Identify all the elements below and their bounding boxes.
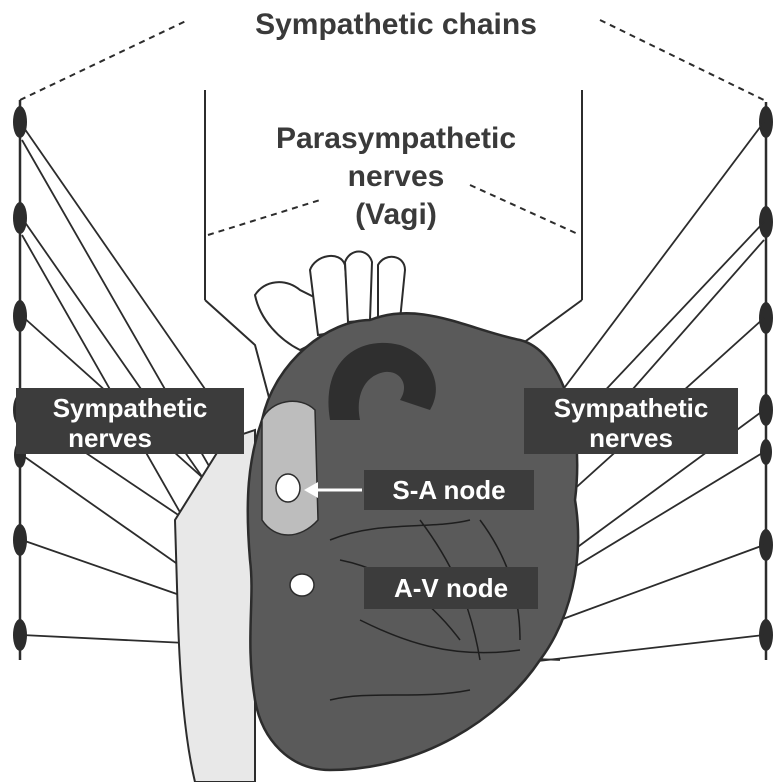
left-sympathetic-label-line2: nerves [68,423,152,453]
sa-node-label: S-A node [364,470,534,510]
av-node-label-text: A-V node [394,573,508,603]
right-vagus-connector [470,185,580,235]
left-chain-connector [20,20,188,100]
parasympathetic-label-line2: nerves [348,160,445,193]
right-atrium [262,401,318,535]
left-sympathetic-label-line1: Sympathetic [53,393,208,423]
right-ganglion [759,302,773,334]
heart [248,313,578,770]
superior-vena-cava-stub [310,256,350,335]
av-node-marker [290,574,314,596]
carotid-stub [378,257,405,320]
left-ganglion [13,300,27,332]
right-chain-connector [600,20,768,102]
parasympathetic-label-line1: Parasympathetic [276,122,516,155]
right-sympathetic-label-line2: nerves [589,423,673,453]
sa-node-marker [276,474,300,502]
left-sympathetic-label: Sympathetic nerves [16,388,244,454]
sa-node-label-text: S-A node [392,475,505,505]
right-ganglion [759,529,773,561]
right-sympathetic-chain [759,102,773,660]
right-ganglion [759,106,773,138]
left-sympathetic-chain [13,100,27,660]
pulmonary-artery [255,282,320,350]
parasympathetic-label-line3: (Vagi) [355,198,437,231]
left-ganglion [13,106,27,138]
left-vagus-connector [208,200,320,235]
left-ganglion [13,202,27,234]
title-sympathetic-chains: Sympathetic chains [255,8,537,41]
right-ganglion [760,439,772,465]
av-node-label: A-V node [364,567,538,609]
inferior-vena-cava [175,430,255,782]
brachiocephalic-stub [345,252,372,323]
right-sympathetic-label-line1: Sympathetic [554,393,709,423]
parasympathetic-label: Parasympathetic nerves (Vagi) [276,122,516,231]
right-ganglion [759,206,773,238]
right-ganglion [759,394,773,426]
right-sympathetic-label: Sympathetic nerves [524,388,738,454]
left-ganglion [13,524,27,556]
